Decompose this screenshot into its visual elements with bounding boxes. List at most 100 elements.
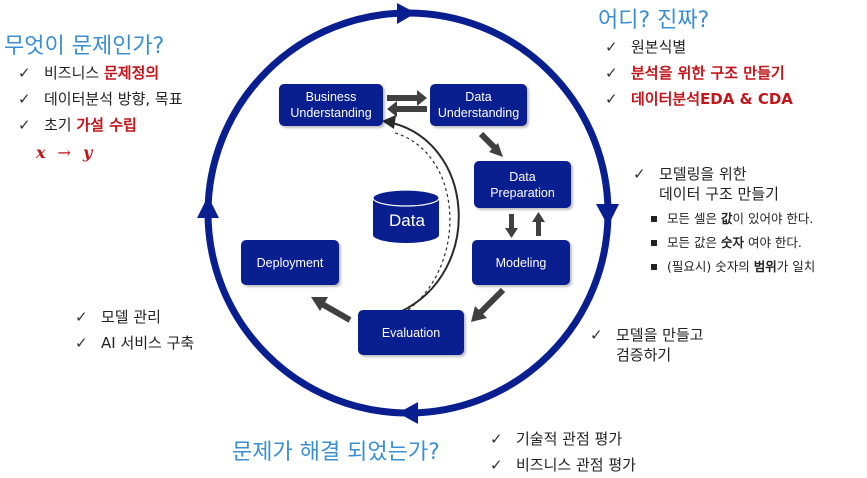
model-validate-note: ✓ 모델을 만들고 검증하기	[590, 325, 704, 365]
bullet-square-icon	[651, 263, 657, 270]
rule-item: 모든 셀은 값이 있어야 한다.	[651, 207, 815, 231]
formula-x: x	[36, 143, 46, 162]
list-item: ✓ 초기 가설 수립	[18, 112, 183, 138]
box-line: Deployment	[256, 255, 324, 270]
item-highlight: 분석을 위한 구조 만들기	[631, 64, 785, 82]
check-icon: ✓	[590, 326, 603, 344]
rule-bold: 값	[720, 211, 733, 226]
box-line: Data	[465, 90, 492, 104]
check-icon: ✓	[605, 90, 618, 108]
deployment-list: ✓모델 관리 ✓ AI 서비스 구축	[75, 304, 194, 356]
dp-to-modeling-arrowhead	[505, 228, 518, 238]
item-highlight: 데이터분석EDA & CDA	[631, 90, 793, 108]
heading-what-is-problem: 무엇이 문제인가?	[4, 34, 165, 59]
du-to-dp-arrowhead	[489, 143, 503, 157]
rule-item: 모든 값은 숫자 여야 한다.	[651, 231, 815, 255]
item-text: 기술적 관점 평가	[516, 430, 623, 448]
modeling-to-eval-arrow-shaft	[476, 287, 506, 317]
check-icon: ✓	[605, 64, 618, 82]
deployment-box: Deployment	[241, 240, 339, 285]
box-line: Modeling	[495, 255, 547, 270]
item-text: 데이터분석 방향, 목표	[44, 90, 183, 108]
du-to-bu-arrow	[387, 101, 427, 117]
rule-post: 가 일치	[776, 259, 816, 274]
list-item: ✓ 데이터분석EDA & CDA	[605, 86, 793, 112]
data-rules-list: 모든 셀은 값이 있어야 한다. 모든 값은 숫자 여야 한다. (필요시) 숫…	[651, 207, 815, 279]
box-line: Business	[305, 90, 357, 104]
item-text: 모델을 만들고	[616, 326, 704, 344]
ring-arrowhead-right	[596, 204, 619, 226]
problem-definition-list: ✓ 비즈니스 문제정의 ✓ 데이터분석 방향, 목표 ✓ 초기 가설 수립	[18, 60, 183, 138]
item-highlight: 가설 수립	[76, 116, 137, 134]
rule-pre: 모든 셀은	[667, 211, 721, 226]
ring-arrowhead-top	[397, 3, 416, 24]
box-line: Evaluation	[381, 325, 441, 340]
formula-x-to-y: x → y	[36, 143, 92, 162]
evaluation-box: Evaluation	[358, 310, 464, 355]
rule-post: 이 있어야 한다.	[732, 211, 814, 226]
check-icon: ✓	[633, 165, 646, 183]
rule-bold: 범위	[753, 259, 777, 274]
list-item: ✓ 모델을 만들고	[590, 325, 704, 345]
check-icon: ✓	[75, 334, 88, 352]
modeling-to-dp-arrowhead	[532, 212, 545, 222]
check-icon: ✓	[18, 90, 31, 108]
list-item: ✓ 비즈니스 관점 평가	[490, 452, 636, 478]
box-line: Understanding	[437, 106, 520, 120]
box-line: Data	[509, 169, 536, 184]
item-text: AI 서비스 구축	[101, 334, 195, 352]
item-text: 비즈니스	[44, 64, 104, 82]
rule-pre: (필요시) 숫자의	[667, 259, 754, 274]
feedback-arrowhead	[382, 115, 396, 129]
item-text: 비즈니스 관점 평가	[516, 456, 636, 474]
modeling-to-eval-arrowhead	[471, 306, 487, 322]
data-understanding-list: ✓ 원본식별 ✓ 분석을 위한 구조 만들기 ✓ 데이터분석EDA & CDA	[605, 34, 793, 112]
check-icon: ✓	[490, 456, 503, 474]
box-line: Preparation	[490, 185, 555, 200]
list-item: ✓ 비즈니스 문제정의	[18, 60, 183, 86]
list-item: ✓ 모델링을 위한	[633, 164, 779, 184]
ring-arrowhead-left	[197, 196, 219, 218]
heading-problem-solved: 문제가 해결 되었는가?	[232, 440, 440, 465]
heading-where-real: 어디? 진짜?	[598, 8, 710, 33]
item-text: 초기	[44, 116, 77, 134]
formula-arrow: →	[57, 143, 71, 162]
list-item: ✓모델 관리	[75, 304, 194, 330]
list-item-continued: 검증하기	[616, 346, 672, 364]
list-item: ✓ 분석을 위한 구조 만들기	[605, 60, 793, 86]
feedback-curve-arrow	[387, 121, 460, 313]
modeling-box: Modeling	[472, 240, 570, 285]
evaluation-list: ✓ 기술적 관점 평가 ✓ 비즈니스 관점 평가	[490, 426, 636, 478]
box-line: Understanding	[290, 106, 372, 120]
modeling-to-dp-arrow-shaft	[536, 221, 541, 236]
check-icon: ✓	[490, 430, 503, 448]
rule-item: (필요시) 숫자의 범위가 일치	[651, 255, 815, 279]
item-highlight: 문제정의	[103, 64, 160, 82]
rule-post: 여야 한다.	[743, 235, 802, 250]
ring-arrowhead-bottom	[398, 402, 418, 424]
database-icon	[372, 189, 440, 243]
list-item: ✓ 기술적 관점 평가	[490, 426, 636, 452]
list-item-continued: 데이터 구조 만들기	[659, 185, 779, 203]
dp-to-modeling-arrow-shaft	[509, 214, 514, 229]
bullet-square-icon	[651, 239, 657, 246]
list-item: ✓ AI 서비스 구축	[75, 330, 194, 356]
bu-to-du-arrow	[387, 90, 427, 106]
check-icon: ✓	[18, 64, 31, 82]
eval-to-deploy-arrowhead	[311, 297, 328, 311]
check-icon: ✓	[18, 116, 31, 134]
item-text: 원본식별	[631, 38, 687, 56]
list-item: ✓ 데이터분석 방향, 목표	[18, 86, 183, 112]
check-icon: ✓	[75, 308, 88, 326]
rule-pre: 모든 값은	[667, 235, 721, 250]
rule-bold: 숫자	[720, 235, 744, 250]
eval-to-deploy-arrow-shaft	[320, 301, 352, 323]
formula-y: y	[82, 143, 93, 162]
database-label: Data	[389, 211, 425, 230]
check-icon: ✓	[605, 38, 618, 56]
item-text: 모델링을 위한	[659, 165, 747, 183]
